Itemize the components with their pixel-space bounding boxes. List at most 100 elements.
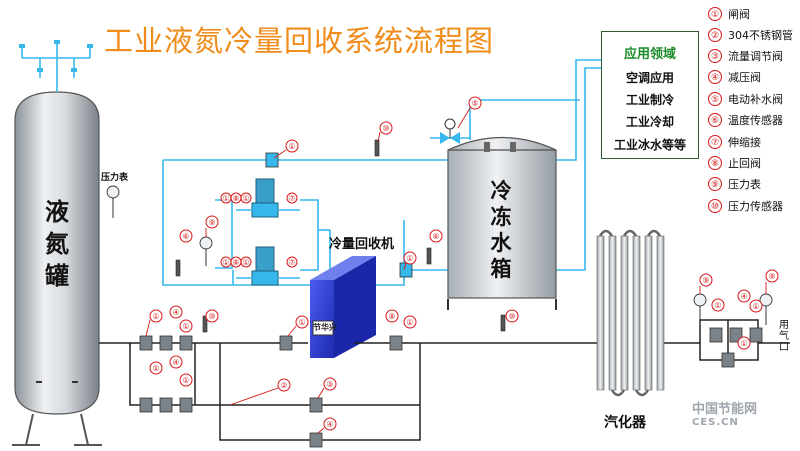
marker-number: ① [182, 322, 189, 331]
gas-outlet-label: 用 气 口 [779, 320, 789, 353]
marker-number: ① [242, 194, 249, 203]
legend-label: 闸阀 [728, 8, 750, 21]
legend-label: 304不锈钢管 [728, 29, 793, 42]
legend-item: ⑩ 压力传感器 [708, 198, 783, 214]
outlet-char: 用 [779, 320, 789, 331]
application-box: 应用领域 空调应用 工业制冷 工业冷却 工业冰水等等 [601, 31, 699, 159]
marker-number: ④ [172, 308, 179, 317]
marker-number: ④ [172, 358, 179, 367]
legend-item: ① 闸阀 [708, 6, 750, 22]
marker-number: ③ [326, 380, 333, 389]
legend-label: 压力传感器 [728, 200, 783, 213]
legend-item: ② 304不锈钢管 [708, 27, 793, 43]
diagram-title: 工业液氮冷量回收系统流程图 [104, 24, 495, 58]
marker-number: ① [298, 318, 305, 327]
sensors [175, 139, 506, 333]
marker-number: ⑩ [382, 124, 389, 133]
legend-number: ⑨ [708, 177, 722, 191]
ln2-top-valves [19, 40, 93, 72]
ln2-tank [12, 91, 102, 446]
legend-item: ⑧ 止回阀 [708, 155, 761, 171]
marker-number: ② [280, 381, 287, 390]
legend-label: 温度传感器 [728, 114, 783, 127]
marker-number: ① [406, 254, 413, 263]
circulation-pumps [236, 178, 300, 286]
legend-number: ⑤ [708, 92, 722, 106]
legend-item: ⑨ 压力表 [708, 176, 761, 192]
marker-number: ⑤ [471, 99, 478, 108]
marker-number: ① [152, 364, 159, 373]
legend-label: 止回阀 [728, 157, 761, 170]
marker-number: ④ [740, 292, 747, 301]
marker-number: ① [222, 258, 229, 267]
marker-number: ⑧ [388, 312, 395, 321]
application-item: 工业冰水等等 [613, 138, 686, 152]
marker-number: ⑧ [232, 194, 239, 203]
marker-leaders [145, 107, 767, 434]
marker-number: ④ [326, 420, 333, 429]
watermark-url: CES.CN [692, 417, 739, 428]
legend-item: ⑤ 电动补水阀 [708, 91, 783, 107]
vaporizer-label: 汽化器 [604, 415, 646, 431]
legend-item: ⑦ 伸缩接 [708, 134, 761, 150]
marker-number: ① [752, 302, 759, 311]
legend-label: 压力表 [728, 178, 761, 191]
recovery-unit-label: 冷量回收机 [329, 237, 395, 252]
outlet-char: 气 [779, 331, 789, 342]
recovery-unit [310, 256, 376, 358]
valve-symbols [139, 152, 763, 448]
water-tank-label: 冷 冻 水 箱 [486, 178, 516, 282]
marker-number: ⑨ [702, 276, 709, 285]
legend-number: ④ [708, 70, 722, 84]
legend-label: 电动补水阀 [728, 93, 783, 106]
marker-number: ① [182, 376, 189, 385]
marker-number: ⑥ [432, 232, 439, 241]
legend-label: 减压阀 [728, 71, 761, 84]
ln2-tank-char: 液 [45, 198, 69, 226]
ln2-tank-char: 罐 [45, 262, 69, 290]
legend-number: ③ [708, 49, 722, 63]
reference-markers [149, 96, 779, 431]
legend-label: 伸缩接 [728, 136, 761, 149]
ln2-tank-label: 液 氮 罐 [42, 196, 72, 292]
pressure-gauges [106, 185, 773, 307]
marker-number: ⑧ [232, 258, 239, 267]
ln2-tank-char: 氮 [45, 230, 69, 258]
marker-number: ⑥ [182, 232, 189, 241]
legend-number: ① [708, 7, 722, 21]
water-tank-char: 冻 [490, 205, 512, 229]
application-heading: 应用领域 [623, 47, 676, 62]
marker-number: ① [740, 339, 747, 348]
application-item: 工业制冷 [625, 93, 674, 107]
marker-number: ① [406, 318, 413, 327]
marker-number: ⑨ [208, 218, 215, 227]
legend-item: ④ 减压阀 [708, 69, 761, 85]
legend-number: ⑧ [708, 156, 722, 170]
marker-number: ① [152, 312, 159, 321]
legend-number: ② [708, 28, 722, 42]
marker-number: ⑩ [508, 312, 515, 321]
legend-number: ⑦ [708, 135, 722, 149]
ln2-top-vent-piping [21, 40, 91, 92]
legend-number: ⑥ [708, 113, 722, 127]
ln2-main-piping [99, 319, 790, 441]
marker-number: ⑦ [288, 194, 295, 203]
gauge-stems [112, 198, 767, 325]
water-tank [447, 137, 557, 310]
legend-number: ⑩ [708, 199, 722, 213]
marker-number: ① [288, 142, 295, 151]
makeup-valve-top [430, 118, 470, 144]
watermark-logo-text: 中国节能网 [692, 402, 758, 417]
water-tank-char: 箱 [490, 257, 512, 281]
marker-number: ⑦ [288, 258, 295, 267]
outlet-char: 口 [779, 342, 789, 353]
pressure-gauge-label: 压力表 [101, 173, 129, 183]
marker-number: ① [714, 301, 721, 310]
unit-brand-label: 节华兴 [313, 323, 337, 332]
marker-number: ⑩ [208, 312, 215, 321]
application-item: 工业冷却 [625, 115, 674, 129]
